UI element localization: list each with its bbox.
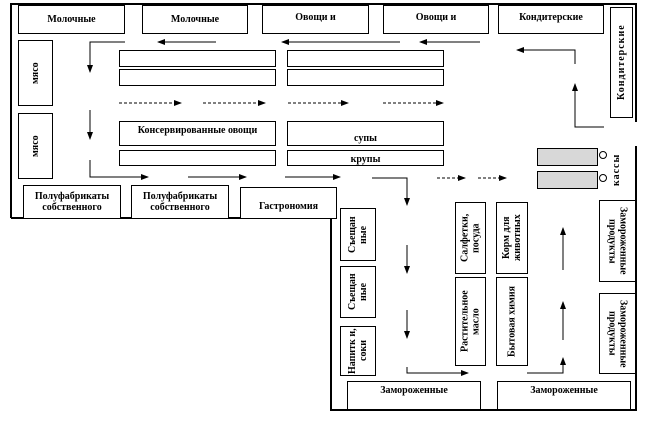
section-confectionery: Кондитерские <box>498 5 604 34</box>
shelf-canned: Консервированные овощи <box>119 121 276 146</box>
shelf <box>119 50 276 67</box>
shelf-soups: супы <box>287 121 444 146</box>
section-dairy-1: Молочные <box>18 5 125 34</box>
section-delicatessen: Гастрономия <box>240 187 337 219</box>
section-frozen-vertical-2: Замороженные продукты <box>599 293 636 374</box>
shelf <box>287 50 444 67</box>
section-edible-2: Съещан ные <box>340 266 376 318</box>
flow-arrows <box>87 39 604 376</box>
section-napkins-dishes: Салфетки, посуда <box>455 202 486 274</box>
checkout-circles <box>599 151 607 182</box>
section-edible-1: Съещан ные <box>340 208 376 261</box>
checkout-label: кассы <box>611 153 622 186</box>
shelf <box>119 150 276 166</box>
section-semi-finished-1: Полуфабрикаты собственного <box>23 185 121 219</box>
section-frozen-1: Замороженные <box>347 381 481 410</box>
section-semi-finished-2: Полуфабрикаты собственного <box>131 185 229 219</box>
section-meat-1: мясо <box>18 40 53 106</box>
section-pet-food: Корм для животных <box>496 202 528 274</box>
section-household-chemicals: Бытовая химия <box>496 277 528 366</box>
section-vegetables-2: Овощи и <box>383 5 489 34</box>
section-dairy-2: Молочные <box>142 5 248 34</box>
section-vegetable-oil: Растительное масло <box>455 277 486 366</box>
section-vegetables-1: Овощи и <box>262 5 369 34</box>
checkout-counter <box>537 171 598 189</box>
section-confectionery-vertical: Кондитерские <box>610 7 633 118</box>
shelf <box>287 69 444 86</box>
shelf-grains: крупы <box>287 150 444 166</box>
dashed-arrows <box>119 100 507 181</box>
section-frozen-vertical-1: Замороженные продукты <box>599 200 636 282</box>
section-frozen-2: Замороженные <box>497 381 631 410</box>
section-drinks: Напитк и, соки <box>340 326 376 376</box>
section-meat-2: мясо <box>18 113 53 179</box>
shelf <box>119 69 276 86</box>
checkout-counter <box>537 148 598 166</box>
